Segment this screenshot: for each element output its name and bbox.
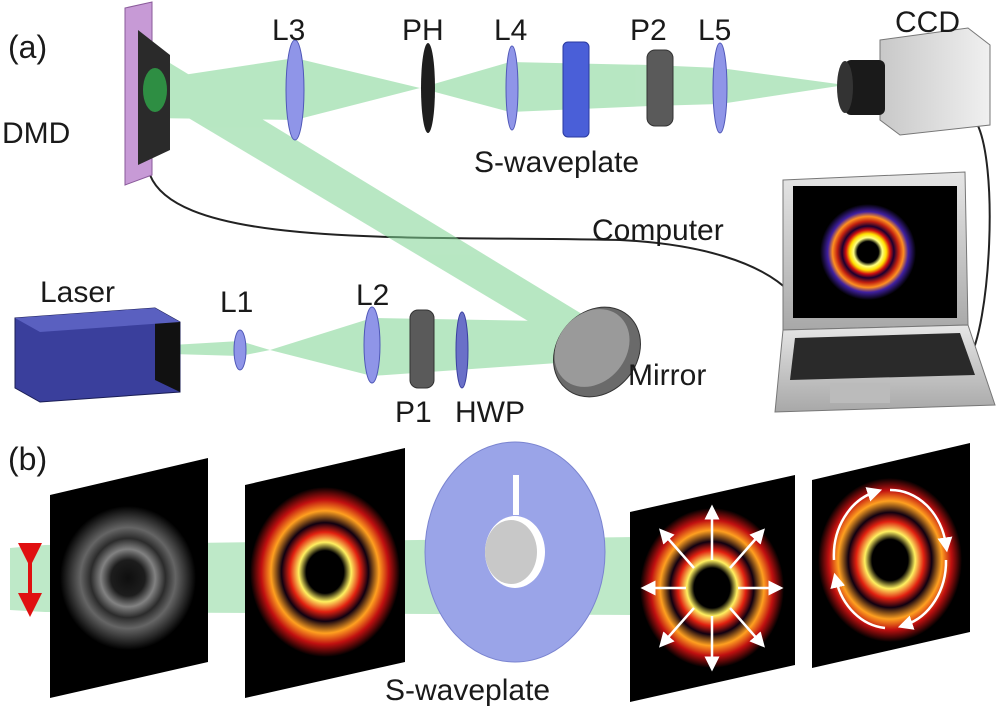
l4-label: L4 bbox=[494, 14, 527, 47]
beam-path bbox=[150, 58, 845, 376]
computer-screen-pattern bbox=[820, 204, 916, 300]
lens-l3 bbox=[285, 39, 305, 141]
s-waveplate-top-label: S-waveplate bbox=[474, 146, 639, 179]
panel-a-label: (a) bbox=[8, 29, 47, 65]
hologram-plate bbox=[50, 458, 208, 698]
dmd-computer-cable bbox=[149, 174, 791, 293]
laser-label: Laser bbox=[40, 276, 115, 309]
ccd-computer-cable bbox=[967, 119, 991, 361]
dmd bbox=[124, 1, 170, 186]
polarizer-p2 bbox=[646, 49, 674, 127]
ph-label: PH bbox=[402, 14, 444, 47]
pinhole bbox=[421, 43, 435, 133]
laser bbox=[14, 307, 181, 403]
l2-label: L2 bbox=[356, 279, 389, 312]
mirror bbox=[553, 306, 641, 398]
mirror-label: Mirror bbox=[628, 359, 706, 392]
lens-l2 bbox=[363, 306, 381, 384]
l1-label: L1 bbox=[220, 286, 253, 319]
s-waveplate-bottom-label: S-waveplate bbox=[385, 674, 550, 707]
lens-l1 bbox=[233, 329, 247, 371]
intensity-plate-1 bbox=[245, 448, 405, 698]
azimuthal-polarization-plate bbox=[812, 443, 970, 668]
panel-b-label: (b) bbox=[8, 441, 47, 477]
ccd-camera bbox=[837, 27, 991, 136]
p2-label: P2 bbox=[630, 14, 667, 47]
polarizer-p1 bbox=[409, 309, 435, 389]
s-waveplate-disk bbox=[424, 441, 606, 663]
radial-polarization-plate bbox=[630, 475, 795, 702]
l5-label: L5 bbox=[698, 14, 731, 47]
ccd-label: CCD bbox=[895, 6, 960, 39]
computer-label: Computer bbox=[592, 214, 724, 247]
hwp-label: HWP bbox=[455, 396, 525, 429]
s-waveplate-top bbox=[562, 41, 590, 138]
p1-label: P1 bbox=[395, 396, 432, 429]
lens-l5 bbox=[712, 42, 728, 134]
l3-label: L3 bbox=[272, 14, 305, 47]
half-wave-plate bbox=[455, 311, 469, 389]
lens-l4 bbox=[505, 45, 519, 131]
dmd-label: DMD bbox=[2, 117, 70, 150]
laptop bbox=[774, 171, 996, 413]
